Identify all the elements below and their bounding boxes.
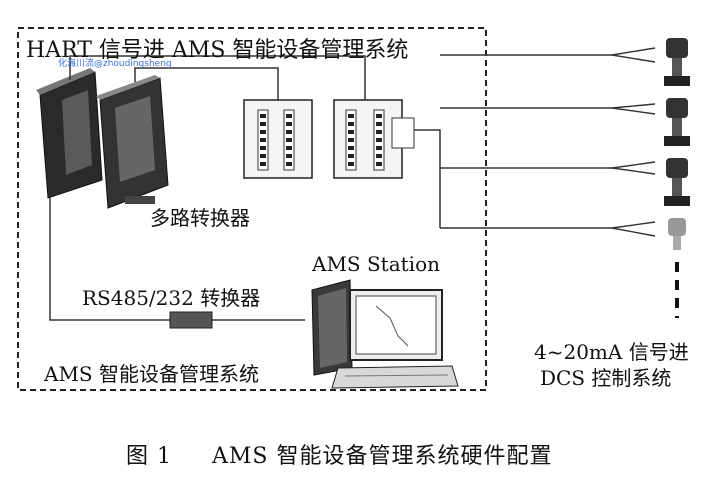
transmitter-1 — [664, 38, 690, 86]
hart-title: HART 信号进 AMS 智能设备管理系统 — [26, 38, 409, 63]
transmitter-3 — [664, 158, 690, 206]
watermark: 化海川流@zhoudingsheng — [58, 59, 172, 69]
transmitter-2 — [664, 98, 690, 146]
transmitter-4 — [668, 218, 686, 250]
system-boundary — [17, 27, 487, 391]
figure-number: 图 1 — [126, 444, 172, 469]
multiplexer-device — [36, 68, 169, 209]
rs485-converter — [169, 311, 213, 329]
ams-station-computer — [311, 279, 459, 389]
multiplexer-label: 多路转换器 — [150, 206, 250, 230]
signal-label-line1: 4~20mA 信号进 — [534, 340, 689, 364]
cables — [49, 55, 441, 321]
field-lines — [440, 47, 656, 237]
terminal-board-1 — [243, 99, 313, 179]
rs485-label: RS485/232 转换器 — [82, 286, 261, 310]
ams-system-label: AMS 智能设备管理系统 — [44, 362, 259, 386]
terminal-board-2 — [333, 99, 415, 179]
ams-station-label: AMS Station — [312, 252, 440, 276]
figure-caption: AMS 智能设备管理系统硬件配置 — [212, 444, 553, 469]
signal-label-line2: DCS 控制系统 — [540, 366, 672, 390]
